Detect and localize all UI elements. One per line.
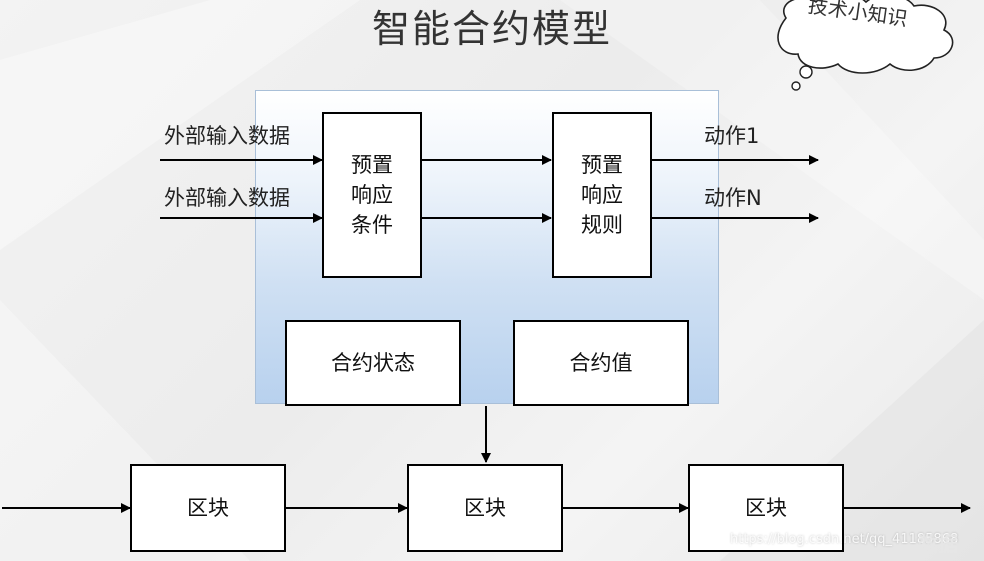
preset-condition-box: 预置 响应 条件 bbox=[322, 112, 422, 278]
block-3: 区块 bbox=[688, 464, 844, 552]
contract-state-label: 合约状态 bbox=[331, 351, 415, 375]
contract-value-box: 合约值 bbox=[513, 320, 689, 406]
contract-value-label: 合约值 bbox=[569, 351, 633, 375]
condition-line-3: 条件 bbox=[351, 213, 393, 237]
output-label-2: 动作N bbox=[704, 186, 762, 210]
rule-line-2: 响应 bbox=[581, 183, 623, 207]
diagram-title: 智能合约模型 bbox=[371, 7, 612, 51]
rule-line-1: 预置 bbox=[581, 153, 623, 177]
block-1-label: 区块 bbox=[187, 496, 229, 520]
block-2-label: 区块 bbox=[464, 496, 506, 520]
preset-rule-box: 预置 响应 规则 bbox=[552, 112, 652, 278]
input-label-1: 外部输入数据 bbox=[164, 124, 290, 148]
condition-line-1: 预置 bbox=[351, 153, 393, 177]
cloud-badge-icon bbox=[777, 0, 954, 91]
input-label-2: 外部输入数据 bbox=[164, 186, 290, 210]
watermark-url: https://blog.csdn.net/qq_41185868 bbox=[730, 532, 959, 547]
output-label-1: 动作1 bbox=[704, 124, 760, 148]
condition-line-2: 响应 bbox=[351, 183, 393, 207]
rule-line-3: 规则 bbox=[581, 213, 623, 237]
contract-state-box: 合约状态 bbox=[285, 320, 461, 406]
block-1: 区块 bbox=[130, 464, 286, 552]
block-2: 区块 bbox=[407, 464, 563, 552]
watermark-logo: 数据 bbox=[918, 532, 958, 556]
block-3-label: 区块 bbox=[745, 496, 787, 520]
